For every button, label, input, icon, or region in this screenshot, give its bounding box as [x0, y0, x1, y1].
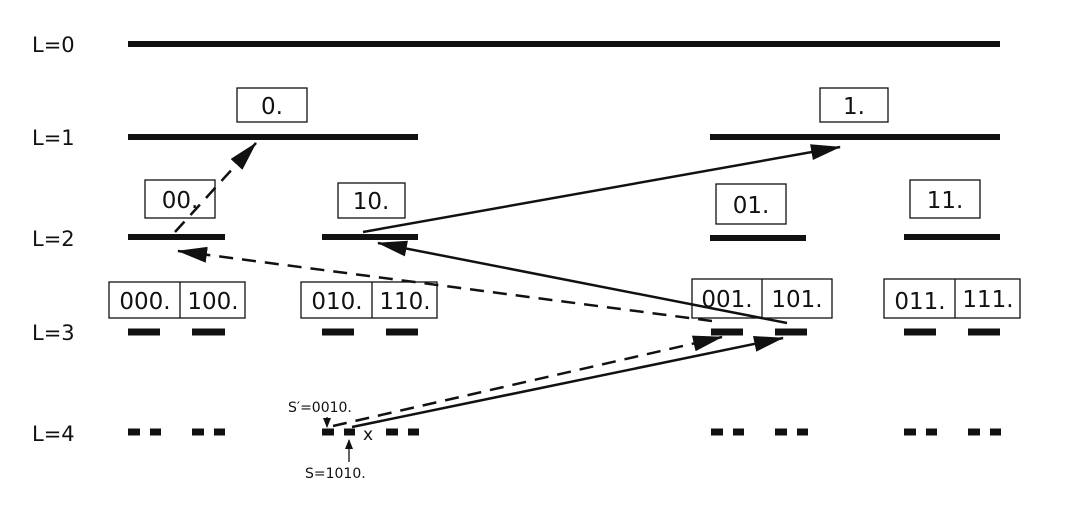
box-label-01: 01. [733, 193, 770, 219]
dashed-arrow-001-to-00 [177, 246, 713, 323]
box-0 [236, 87, 308, 123]
arrow-s-to-101 [351, 336, 784, 429]
level-label-4: L=4 [32, 422, 75, 446]
x-mark: x [363, 425, 373, 445]
box-label-10: 10. [353, 189, 390, 215]
box-00 [144, 179, 216, 219]
box-label-00: 00. [162, 188, 199, 214]
box-label-11: 11. [927, 188, 964, 214]
arrow-101-to-10 [377, 240, 788, 325]
box-000-100 [108, 281, 246, 319]
box-label-100: 100. [187, 289, 238, 315]
dashed-arrow-sprime-to-001 [332, 335, 723, 428]
box-label-010: 010. [311, 289, 362, 315]
box-label-111: 111. [962, 287, 1013, 313]
level-label-1: L=1 [32, 126, 75, 150]
box-11 [909, 179, 981, 219]
dashed-arrow-00-to-0 [174, 142, 257, 233]
box-label-101: 101. [771, 287, 822, 313]
s-prime-label: S′=0010. [288, 400, 352, 416]
box-label-000: 000. [119, 289, 170, 315]
arrow-10-to-1 [362, 144, 841, 234]
s-label: S=1010. [305, 466, 366, 482]
level-bars [128, 41, 1000, 241]
box-011-111 [883, 278, 1021, 319]
box-01 [715, 183, 787, 225]
box-10 [337, 182, 406, 219]
level-label-3: L=3 [32, 321, 75, 345]
box-label-110: 110. [379, 289, 430, 315]
box-label-011: 011. [894, 289, 945, 315]
box-label-0: 0. [261, 94, 283, 120]
level-label-2: L=2 [32, 227, 75, 251]
level-label-0: L=0 [32, 33, 75, 57]
box-label-1: 1. [843, 94, 865, 120]
box-1 [819, 87, 889, 123]
box-010-110 [300, 281, 438, 319]
box-label-001: 001. [701, 287, 752, 313]
